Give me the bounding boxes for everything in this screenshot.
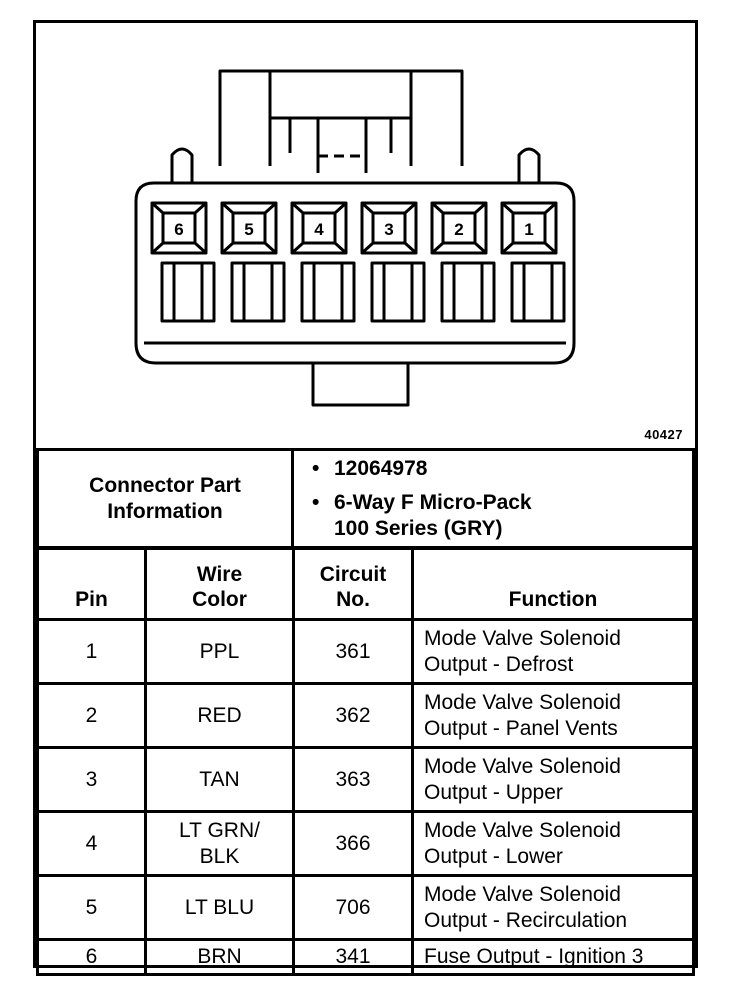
header-function: Function [411, 546, 695, 621]
pin-label-4: 4 [314, 220, 324, 239]
pin-label-3: 3 [384, 220, 393, 239]
connector-sheet: 6 5 4 3 2 1 40427 Connector Part Informa… [33, 20, 698, 976]
circuit-cell: 366 [292, 810, 414, 877]
cavity-row [160, 261, 566, 323]
pin-label-6: 6 [174, 220, 183, 239]
pin-cell: 4 [36, 810, 147, 877]
wire-color-cell: TAN [144, 746, 295, 813]
connector-drawing: 6 5 4 3 2 1 [134, 69, 576, 407]
left-ear [170, 147, 194, 183]
wire-color-cell: PPL [144, 618, 295, 685]
circuit-cell: 363 [292, 746, 414, 813]
part-info-label: Connector Part Information [36, 448, 294, 550]
figure-id: 40427 [644, 427, 683, 442]
wire-color-cell: BRN [144, 938, 295, 976]
connector-diagram: 6 5 4 3 2 1 40427 [36, 23, 695, 448]
table-row: 6 BRN 341 Fuse Output - Ignition 3 [36, 938, 695, 976]
wire-color-cell: RED [144, 682, 295, 749]
connector-body [134, 181, 576, 365]
part-number-item: • 12064978 [312, 457, 428, 480]
part-type-item: • 6-Way F Micro-Pack 100 Series (GRY) [312, 491, 532, 540]
pin-label-2: 2 [454, 220, 463, 239]
pin-window-row [150, 201, 558, 255]
pin-label-1: 1 [524, 220, 533, 239]
circuit-cell: 341 [292, 938, 414, 976]
part-info-label-line2: Information [107, 500, 223, 523]
circuit-cell: 361 [292, 618, 414, 685]
pin-cell: 6 [36, 938, 147, 976]
pin-label-5: 5 [244, 220, 253, 239]
function-cell: Fuse Output - Ignition 3 [411, 938, 695, 976]
wire-color-cell: LT BLU [144, 874, 295, 941]
pin-cell: 5 [36, 874, 147, 941]
bullet-icon: • [312, 457, 320, 480]
pin-cell: 1 [36, 618, 147, 685]
circuit-cell: 706 [292, 874, 414, 941]
connector-part-info: Connector Part Information • 12064978 • … [36, 448, 695, 550]
circuit-cell: 362 [292, 682, 414, 749]
header-pin: Pin [36, 546, 147, 621]
pin-cell: 2 [36, 682, 147, 749]
wire-color-cell: LT GRN/BLK [144, 810, 295, 877]
pin-cell: 3 [36, 746, 147, 813]
right-ear [517, 147, 541, 183]
latch-outline [218, 69, 464, 166]
bottom-key [311, 363, 410, 407]
bullet-icon: • [312, 491, 320, 514]
part-info-list: • 12064978 • 6-Way F Micro-Pack 100 Seri… [291, 448, 695, 550]
part-info-label-line1: Connector Part [89, 474, 241, 497]
